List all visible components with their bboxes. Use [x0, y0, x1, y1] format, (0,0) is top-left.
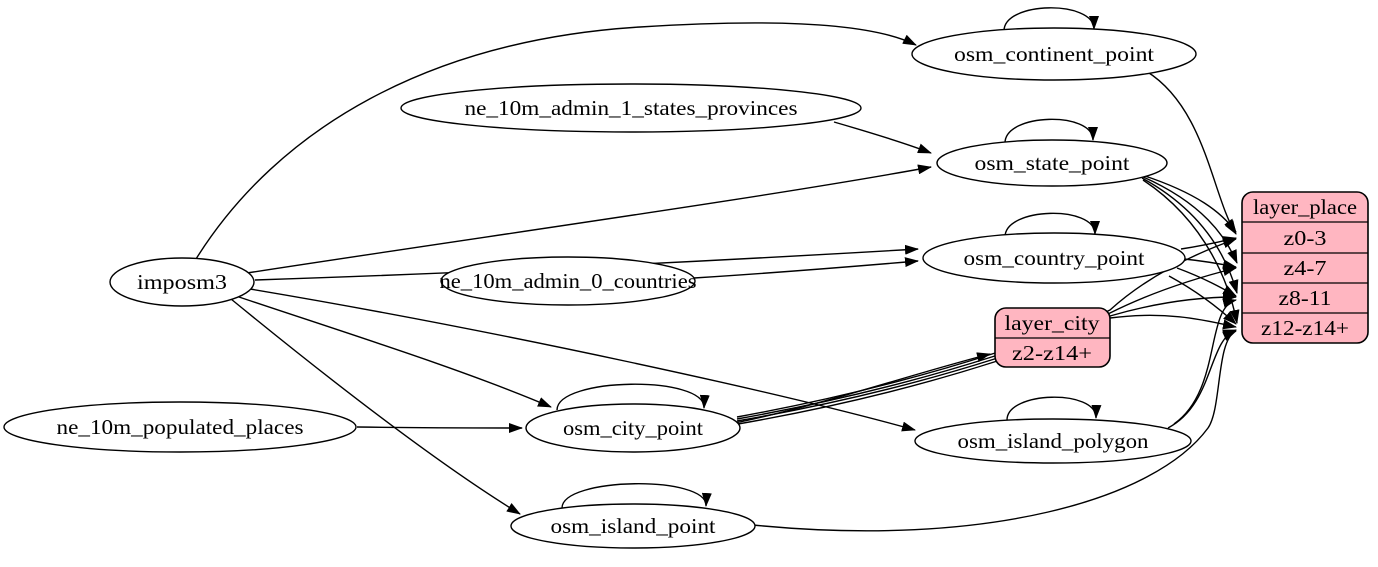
- edge-osm_country_point-z4-7: [1183, 258, 1237, 270]
- node-osm_country_point: osm_country_point: [922, 232, 1186, 284]
- imposm3-ellipse: [109, 257, 255, 307]
- edge-osm_state_point-z4-7: [1140, 175, 1238, 264]
- node-ne_10m_admin_1_states_provinces: ne_10m_admin_1_states_provinces: [400, 83, 862, 133]
- edge-layer: [195, 7, 1240, 532]
- edge-osm_state_point-z0-3: [1138, 173, 1237, 233]
- record-layer_place: layer_place z0-3 z4-7 z8-11 z12-z14+: [1241, 191, 1369, 344]
- osm_continent_point-ellipse: [911, 27, 1197, 81]
- layer_place-row-z12-z14: z12-z14+: [1261, 316, 1349, 340]
- imposm3-label: imposm3: [137, 270, 227, 294]
- edge-imposm3-osm_island_polygon: [249, 288, 916, 432]
- layer_city-title: layer_city: [1005, 311, 1101, 335]
- edge-ne_10m_populated_places-osm_city_point: [356, 422, 523, 433]
- edge-imposm3-osm_city_point: [235, 295, 552, 408]
- selfloop-osm_country_point: [1004, 212, 1100, 238]
- osm_island_polygon-ellipse: [914, 418, 1192, 464]
- osm_city_point-label: osm_city_point: [563, 416, 703, 440]
- ne_10m_admin_0-label: ne_10m_admin_0_countries: [440, 269, 697, 293]
- osm_island_point-label: osm_island_point: [551, 514, 716, 538]
- layer_place-box: [1241, 191, 1369, 344]
- edge-osm_state_point-z12-z14: [1142, 179, 1240, 324]
- ne_10m_populated_places-label: ne_10m_populated_places: [57, 415, 304, 439]
- node-imposm3: imposm3: [109, 257, 255, 307]
- osm_island_polygon-label: osm_island_polygon: [958, 429, 1150, 453]
- ne_10m_populated_places-ellipse: [3, 401, 357, 453]
- selfloop-osm_continent_point: [1003, 7, 1099, 32]
- selfloop-osm_city_point: [556, 383, 710, 411]
- osm_country_point-ellipse: [922, 232, 1186, 284]
- ne_10m_admin_0-ellipse: [440, 256, 696, 306]
- edge-ne_10m_admin_0-osm_country_point: [693, 257, 919, 279]
- edge-imposm3-osm_continent_point: [195, 22, 917, 260]
- ne_10m_admin_1-ellipse: [400, 83, 862, 133]
- edge-imposm3-osm_island_point: [230, 298, 521, 515]
- node-osm_continent_point: osm_continent_point: [911, 27, 1197, 81]
- node-ne_10m_admin_0_countries: ne_10m_admin_0_countries: [440, 256, 697, 306]
- selfloop-osm_island_point: [561, 483, 712, 509]
- record-layer_city: layer_city z2-z14+: [994, 307, 1111, 368]
- osm_island_point-ellipse: [510, 503, 756, 549]
- layer_place-row-z4-7: z4-7: [1284, 256, 1327, 280]
- osm_continent_point-label: osm_continent_point: [954, 42, 1154, 66]
- node-osm_state_point: osm_state_point: [936, 139, 1168, 187]
- layer_place-row-z8-11: z8-11: [1279, 286, 1332, 310]
- osm_state_point-ellipse: [936, 139, 1168, 187]
- node-ne_10m_populated_places: ne_10m_populated_places: [3, 401, 357, 453]
- layer_place-row-z0-3: z0-3: [1284, 226, 1327, 250]
- edge-osm_city_point-z4-7: [736, 266, 1237, 420]
- selfloop-osm_island_polygon: [1006, 396, 1102, 421]
- osm_country_point-label: osm_country_point: [964, 246, 1145, 270]
- edge-osm_island_point-z12-z14: [752, 330, 1237, 532]
- edge-osm_island_polygon-z8-11: [1173, 298, 1237, 425]
- edge-ne_10m_admin_1-osm_state_point: [833, 121, 932, 154]
- node-osm_city_point: osm_city_point: [525, 403, 741, 453]
- layer_city-row-z2-z14: z2-z14+: [1012, 341, 1092, 365]
- layer_place-title: layer_place: [1253, 195, 1357, 219]
- edge-osm_continent_point-z0-3: [1145, 70, 1237, 235]
- osm_state_point-label: osm_state_point: [975, 151, 1130, 175]
- ne_10m_admin_1-label: ne_10m_admin_1_states_provinces: [465, 96, 798, 120]
- osm_city_point-ellipse: [525, 403, 741, 453]
- node-osm_island_point: osm_island_point: [510, 503, 756, 549]
- node-osm_island_polygon: osm_island_polygon: [914, 418, 1192, 464]
- edge-osm_city_point-z12-z14: [737, 314, 1237, 425]
- edge-imposm3-osm_state_point: [246, 164, 932, 274]
- selfloop-osm_state_point: [1004, 118, 1098, 144]
- edge-osm_state_point-z8-11: [1141, 177, 1239, 294]
